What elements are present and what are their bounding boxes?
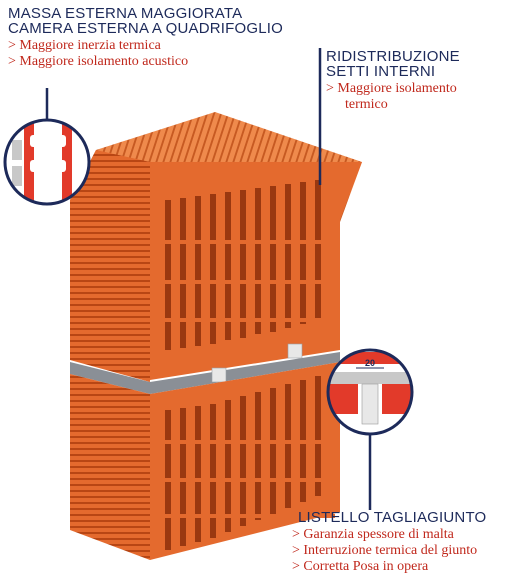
outer-callout-title-line2: CAMERA ESTERNA A QUADRIFOGLIO (8, 20, 284, 37)
inner-callout-bullet: termico (345, 97, 388, 112)
upper-brick (70, 112, 362, 382)
brick-section-zoom-icon (3, 118, 91, 206)
outer-callout-bullet: > Maggiore inerzia termica (8, 38, 161, 53)
spacer-strip (287, 343, 303, 359)
upper-brick-webs (160, 240, 335, 322)
strip-callout-title: LISTELLO TAGLIAGIUNTO (298, 509, 487, 526)
inner-callout-bullet: > Maggiore isolamento (326, 81, 457, 96)
strip-callout-bullet: > Corretta Posa in opera (292, 559, 429, 574)
upper-brick-left-face (70, 150, 150, 382)
outer-callout-title-line1: MASSA ESTERNA MAGGIORATA (8, 5, 243, 22)
strip-callout-bullet: > Garanzia spessore di malta (292, 527, 454, 542)
upper-brick-holes (165, 180, 321, 350)
inner-callout-title-line1: RIDISTRIBUZIONE (326, 48, 460, 65)
spacer-strip (211, 367, 227, 383)
mortar-joint (70, 352, 340, 394)
strip-callout-bullet: > Interruzione termica del giunto (292, 543, 478, 558)
outer-callout-bullet: > Maggiore isolamento acustico (8, 54, 189, 69)
strip-measure-label: 20 (365, 358, 375, 368)
lower-brick-webs (160, 440, 335, 518)
inner-callout-title-line2: SETTI INTERNI (326, 63, 436, 80)
lower-brick (70, 362, 340, 560)
lower-brick-left-face (70, 374, 150, 560)
joint-section-zoom-icon (326, 348, 414, 436)
